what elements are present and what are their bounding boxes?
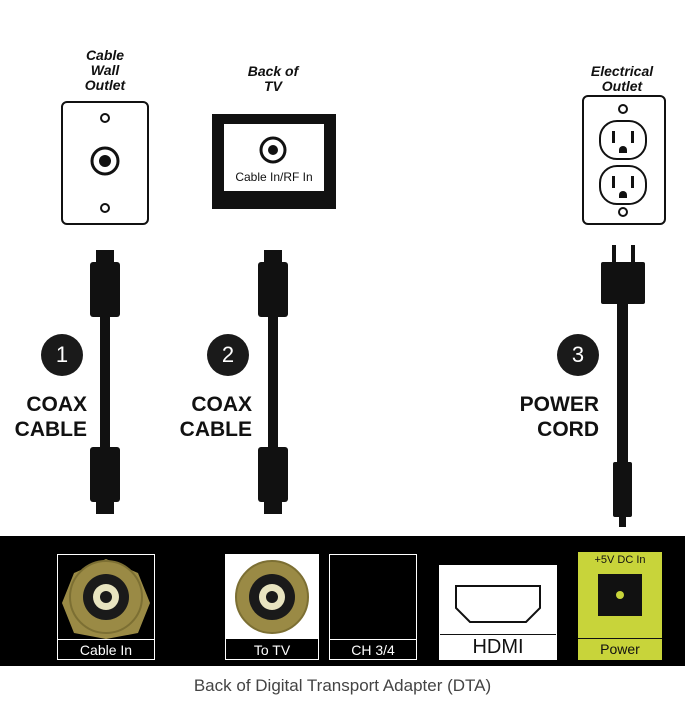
dc-jack-icon [598,574,642,616]
coax-cable-1 [90,250,120,514]
tv-back-panel [212,114,336,209]
cable-wall-outlet-plate [61,101,149,225]
coax-connector-icon [235,560,309,634]
electrical-outlet-plate [582,95,666,225]
step-2-label: COAX CABLE [179,393,252,441]
dta-caption: Back of Digital Transport Adapter (DTA) [193,676,492,695]
to-tv-port: To TV [225,554,319,660]
power-top-label: +5V DC In [594,554,646,566]
coax-cable-2 [258,250,288,514]
dta-back-panel: Cable In To TV CH 3/4 HDMI +5V DC In Pow… [0,536,685,666]
hdmi-icon [455,585,541,623]
coax-connector-icon [62,559,150,639]
step-1-label: COAX CABLE [14,393,87,441]
hdmi-port: HDMI [439,565,557,660]
step-1-badge: 1 [41,334,83,376]
power-port: +5V DC In Power [578,552,662,660]
connection-illustration [61,95,666,527]
back-of-tv-title: Back of TV [247,63,299,94]
cable-in-label: Cable In [79,642,133,658]
tv-port-label: Cable In/RF In [235,170,313,184]
step-2-badge: 2 [207,334,249,376]
to-tv-label: To TV [253,642,291,658]
ch34-label: CH 3/4 [351,642,395,658]
power-label: Power [600,641,640,657]
step-3-label: POWER CORD [519,393,599,441]
hdmi-label: HDMI [472,636,524,658]
ch34-switch: CH 3/4 [329,554,417,660]
step-3-badge: 3 [557,334,599,376]
electrical-outlet-title: Electrical Outlet [590,63,654,94]
cable-in-port: Cable In [57,554,155,660]
power-cord [601,245,645,527]
cable-wall-outlet-title: Cable Wall Outlet [84,47,126,93]
